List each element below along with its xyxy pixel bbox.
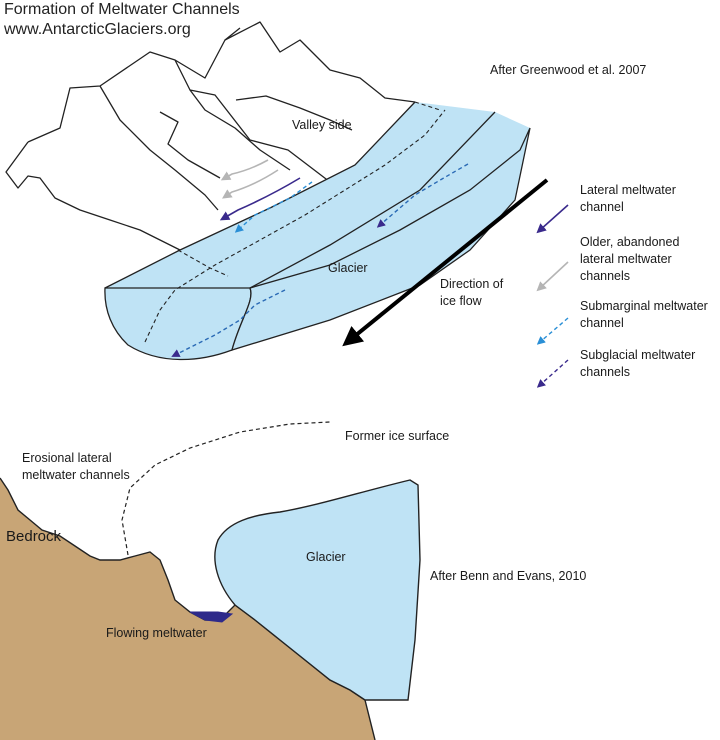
submarginal-channel-legend-icon	[536, 317, 569, 345]
legend-subglacial-label: Subglacial meltwater channels	[580, 348, 696, 379]
glacier-front-face	[104, 287, 252, 361]
website-credit: www.AntarcticGlaciers.org	[4, 21, 191, 38]
former-ice-label: Former ice surface	[345, 429, 450, 443]
bedrock-label: Bedrock	[6, 528, 62, 545]
lateral-channel-legend-icon	[536, 204, 569, 234]
glacier-side-face	[231, 127, 531, 351]
flowing-meltwater-shape	[189, 611, 234, 623]
legend-lateral-label: Lateral meltwater channel	[580, 183, 676, 214]
ice-flow-arrow-icon	[342, 178, 549, 347]
flowing-meltwater-label: Flowing meltwater	[106, 626, 207, 640]
bedrock-shape	[0, 478, 375, 740]
mountains	[5, 21, 416, 259]
bottom-cross-section	[0, 421, 421, 740]
top-glacier	[104, 101, 531, 361]
former-ice-surface-line	[121, 421, 331, 556]
source-bottom: After Benn and Evans, 2010	[430, 569, 587, 583]
glacier-surface	[105, 102, 530, 292]
direction-label: Direction of ice flow	[440, 277, 504, 308]
legend-older-label: Older, abandoned lateral meltwater chann…	[580, 235, 680, 283]
source-top: After Greenwood et al. 2007	[490, 63, 647, 77]
legend-icons	[536, 204, 569, 388]
bottom-glacier-label: Glacier	[306, 550, 346, 564]
valley-side-label: Valley side	[292, 118, 352, 132]
diagram-title: Formation of Meltwater Channels	[4, 1, 240, 18]
top-glacier-label: Glacier	[328, 261, 368, 275]
older-channel-legend-icon	[536, 261, 569, 292]
bottom-glacier-shape	[214, 479, 421, 701]
legend-submarginal-label: Submarginal meltwater channel	[580, 299, 708, 330]
erosional-channels-label: Erosional lateral meltwater channels	[22, 451, 130, 482]
subglacial-channel-legend-icon	[536, 359, 569, 388]
top-channel-arrows	[171, 159, 469, 357]
